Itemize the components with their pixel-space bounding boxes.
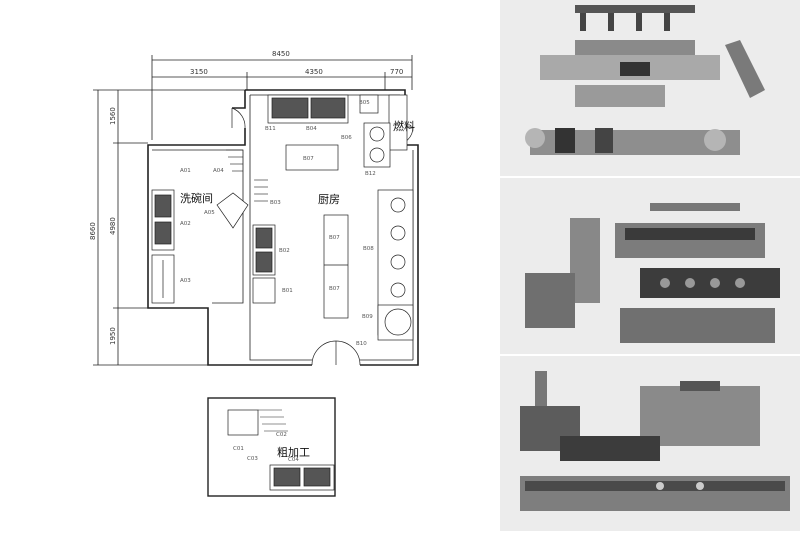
kitchen-floor-plan: 8450 3150 4350 770 8660 1560 4980 1950 <box>89 50 419 497</box>
room-label-dishwashing: 洗碗间 <box>180 191 213 205</box>
dim-v3: 1950 <box>109 327 117 345</box>
equip-b12: B12 <box>365 171 376 177</box>
equip-b09: B09 <box>362 314 373 320</box>
dim-total-height: 8660 <box>89 222 97 240</box>
equip-b01: B01 <box>282 288 293 294</box>
equip-b02: B02 <box>279 248 290 254</box>
render-view-top <box>500 0 800 178</box>
equip-b10: B10 <box>356 341 367 347</box>
equip-a01: A01 <box>180 168 191 174</box>
dim-seg3: 770 <box>390 68 403 76</box>
equip-c04: C04 <box>288 457 299 463</box>
equip-c02: C02 <box>276 432 287 438</box>
equip-b03: B03 <box>270 200 281 206</box>
room-label-fuel: 燃料 <box>393 119 415 133</box>
render-view-top-illustration <box>525 5 765 155</box>
equip-b11: B11 <box>265 126 276 132</box>
equip-b06: B06 <box>341 135 352 141</box>
equip-a03: A03 <box>180 278 191 284</box>
dim-v2: 4980 <box>109 217 117 235</box>
equip-b07c: B07 <box>329 286 340 292</box>
room-label-kitchen: 厨房 <box>318 193 340 206</box>
equip-b04: B04 <box>306 126 317 132</box>
render-view-bottom <box>500 356 800 533</box>
render-view-middle-illustration <box>525 203 780 343</box>
equip-b05: B05 <box>359 100 370 106</box>
equip-a05: A05 <box>204 210 215 216</box>
dim-seg2: 4350 <box>305 68 323 76</box>
dim-seg1: 3150 <box>190 68 208 76</box>
equip-b07b: B07 <box>329 235 340 241</box>
render-view-middle <box>500 178 800 356</box>
room-label-prep: 粗加工 <box>277 446 310 459</box>
equip-c03: C03 <box>247 456 258 462</box>
dim-total-width: 8450 <box>272 50 290 58</box>
render-view-bottom-illustration <box>520 371 790 511</box>
equip-c01a: C01 <box>233 446 244 452</box>
equip-a04: A04 <box>213 168 224 174</box>
dim-v1: 1560 <box>109 107 117 125</box>
equip-a02: A02 <box>180 221 191 227</box>
equip-b07a: B07 <box>303 156 314 162</box>
equip-b08: B08 <box>363 246 374 252</box>
